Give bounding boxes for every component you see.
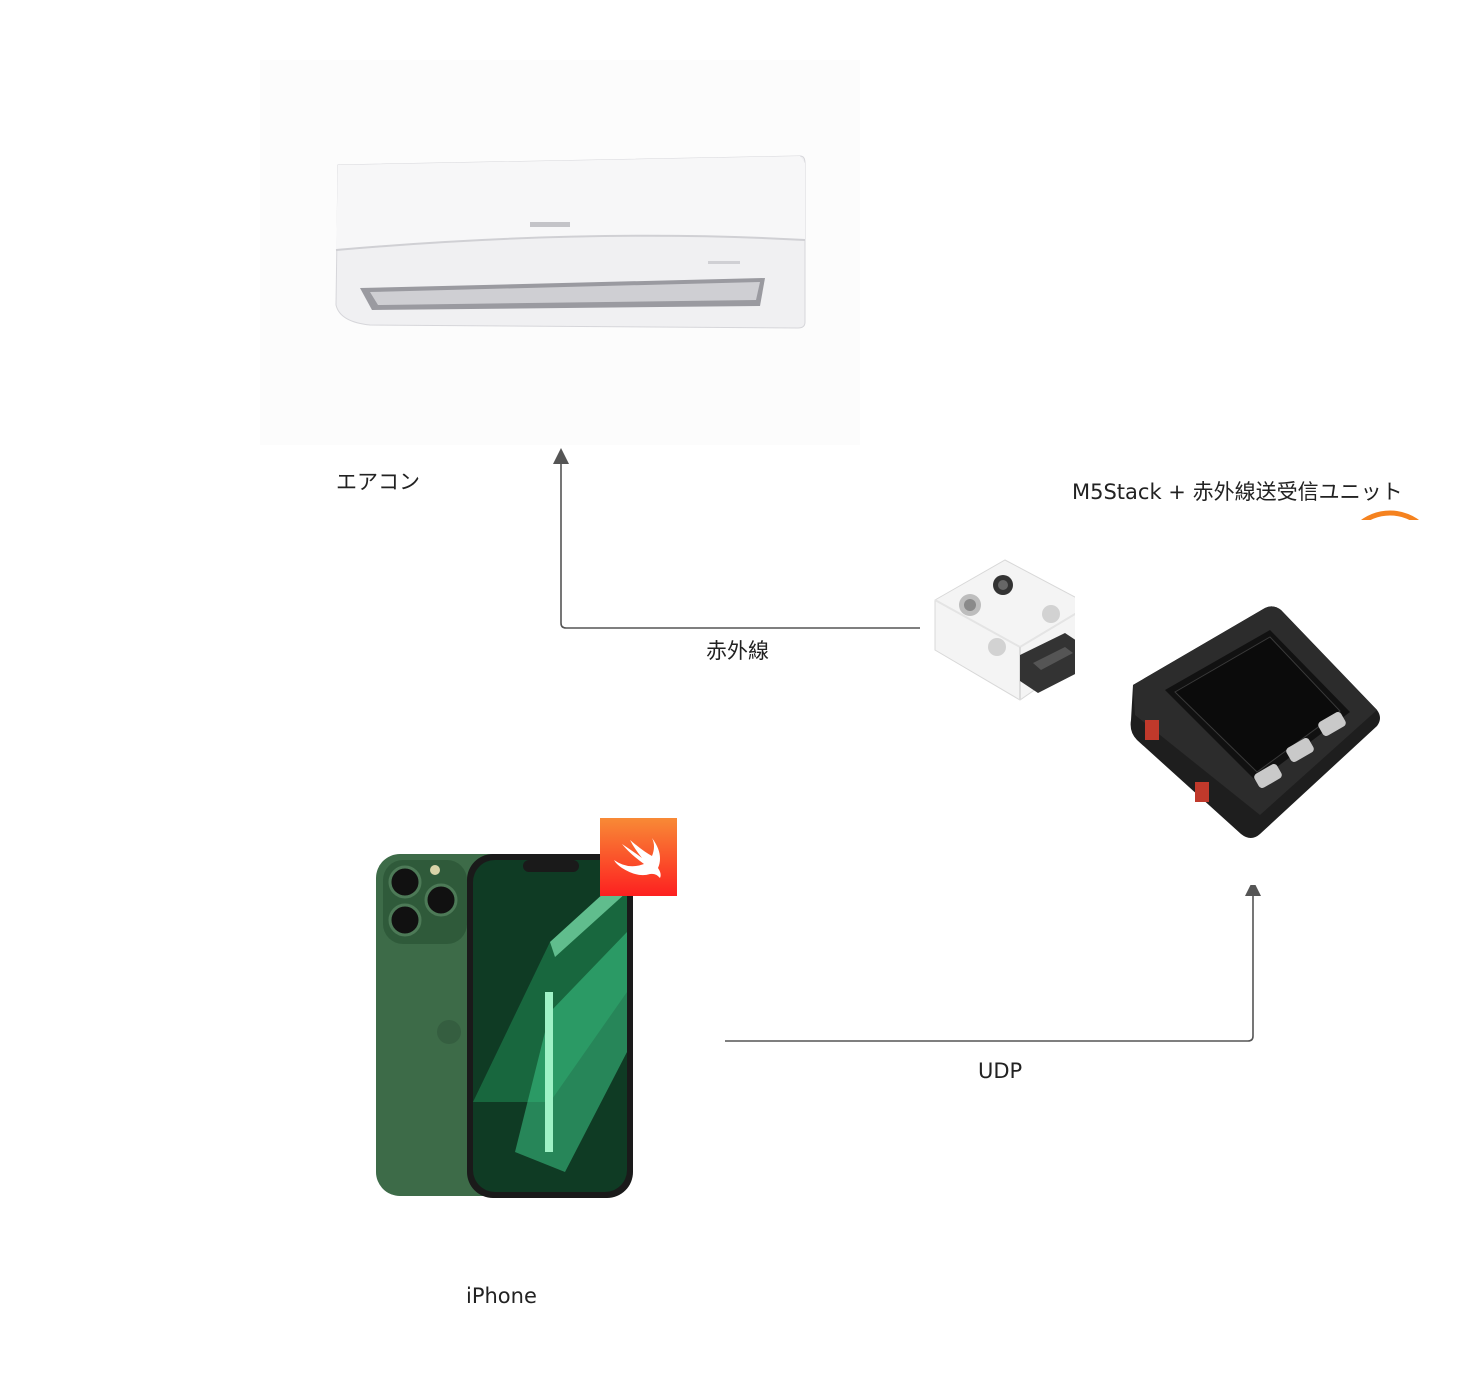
m5stack-image bbox=[1075, 520, 1440, 885]
iphone-image bbox=[375, 852, 635, 1200]
aircon-node bbox=[260, 60, 860, 445]
udp-edge-label: UDP bbox=[978, 1059, 1023, 1083]
aircon-label: エアコン bbox=[336, 470, 420, 494]
m5stack-label: M5Stack + 赤外線送受信ユニット bbox=[1072, 480, 1403, 504]
ir-unit-image bbox=[925, 555, 1095, 705]
ir-edge-label: 赤外線 bbox=[706, 639, 769, 663]
aircon-image bbox=[260, 60, 860, 445]
ir-arrow bbox=[553, 448, 920, 629]
iphone-label: iPhone bbox=[466, 1284, 537, 1308]
swift-logo-icon bbox=[600, 818, 677, 896]
udp-arrow bbox=[725, 880, 1261, 1042]
